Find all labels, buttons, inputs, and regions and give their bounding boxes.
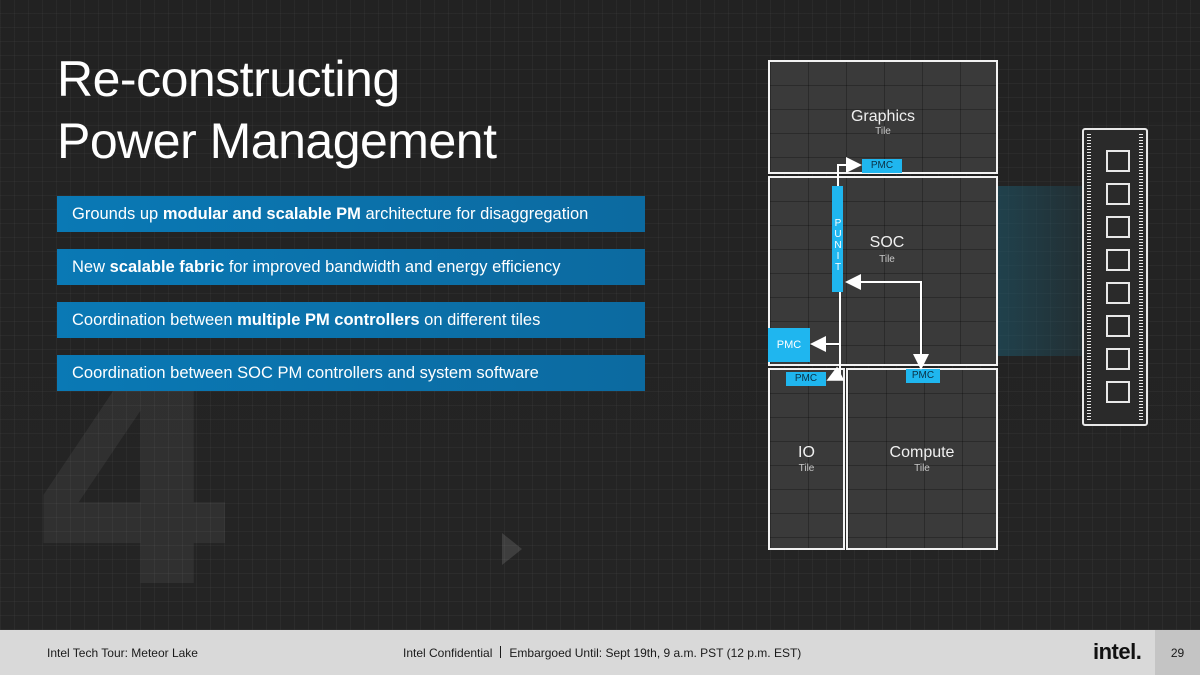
- bullet-emphasis: modular and scalable PM: [162, 204, 361, 223]
- io-tile-name: IO: [798, 444, 815, 461]
- bullet-item-2: New scalable fabric for improved bandwid…: [57, 249, 645, 285]
- memory-chip: [1106, 249, 1130, 271]
- compute-tile-sub: Tile: [914, 463, 930, 474]
- bullet-text: on different tiles: [419, 310, 541, 329]
- footer-notice: Intel Confidential Embargoed Until: Sept …: [403, 646, 801, 660]
- punit-label-letter: I: [836, 251, 840, 262]
- punit-label-letter: P: [834, 218, 842, 229]
- arrow-to-soc-pmc: [810, 292, 841, 352]
- io-tile: IO Tile: [768, 368, 845, 550]
- decorative-arrow-icon: [502, 533, 522, 565]
- memory-chip: [1106, 315, 1130, 337]
- bullet-item-1: Grounds up modular and scalable PM archi…: [57, 196, 645, 232]
- bullet-text: for improved bandwidth and energy effici…: [224, 257, 561, 276]
- footer-separator: [500, 646, 502, 658]
- footer-confidential: Intel Confidential: [403, 646, 493, 660]
- io-tile-sub: Tile: [798, 463, 815, 474]
- bullet-item-4: Coordination between SOC PM controllers …: [57, 355, 645, 391]
- graphics-tile-name: Graphics: [850, 108, 916, 125]
- memory-chip: [1106, 282, 1130, 304]
- arrow-to-io-pmc: [826, 344, 845, 381]
- connection-arrows: [810, 157, 929, 381]
- graphics-tile-sub: Tile: [875, 126, 891, 137]
- bullet-text: architecture for disaggregation: [360, 204, 589, 223]
- memory-module-icon: [1082, 128, 1148, 426]
- memory-chip: [1106, 216, 1130, 238]
- bullet-emphasis: multiple PM controllers: [237, 310, 420, 329]
- footer-bar: Intel Tech Tour: Meteor Lake Intel Confi…: [0, 630, 1200, 675]
- slide-title-line-2: Power Management: [57, 113, 497, 169]
- bullet-text: New: [72, 257, 110, 276]
- bullet-text: Grounds up: [72, 204, 163, 223]
- intel-logo: intel.: [1093, 639, 1142, 664]
- punit-label-letter: N: [834, 240, 842, 251]
- slide: 4 Re-constructing Power Management Groun…: [0, 0, 1200, 630]
- memory-chip: [1106, 150, 1130, 172]
- punit-block: [832, 186, 843, 292]
- arrow-to-compute-pmc: [848, 281, 929, 370]
- bullet-emphasis: scalable fabric: [109, 257, 225, 276]
- bullet-text: Coordination between: [72, 310, 238, 329]
- soc-tile-sub: Tile: [879, 254, 895, 265]
- arrow-to-graphics-pmc: [837, 157, 862, 186]
- memory-chip: [1106, 381, 1130, 403]
- memory-chip: [1106, 348, 1130, 370]
- memory-chip: [1106, 183, 1130, 205]
- slide-title: Re-constructing Power Management: [57, 48, 677, 172]
- bullet-text: Coordination between SOC PM controllers …: [72, 363, 539, 382]
- graphics-pmc: PMC: [862, 159, 902, 173]
- footer-embargo: Embargoed Until: Sept 19th, 9 a.m. PST (…: [509, 646, 802, 660]
- dimm-pins-right: [1139, 134, 1143, 420]
- compute-tile-name: Compute: [889, 444, 955, 461]
- graphics-tile: Graphics Tile: [768, 60, 998, 174]
- compute-pmc: PMC: [906, 369, 940, 383]
- footer-event-name: Intel Tech Tour: Meteor Lake: [47, 646, 198, 660]
- soc-pmc: PMC: [768, 328, 810, 362]
- punit-label-letter: T: [834, 262, 842, 273]
- io-pmc: PMC: [786, 372, 826, 386]
- bullet-item-3: Coordination between multiple PM control…: [57, 302, 645, 338]
- page-number: 29: [1155, 630, 1200, 675]
- soc-tile-name: SOC: [869, 234, 905, 251]
- punit-label-letter: U: [834, 229, 842, 240]
- compute-tile: Compute Tile: [846, 368, 998, 550]
- bullet-list: Grounds up modular and scalable PM archi…: [57, 196, 645, 408]
- dimm-pins-left: [1087, 134, 1091, 420]
- slide-title-line-1: Re-constructing: [57, 51, 400, 107]
